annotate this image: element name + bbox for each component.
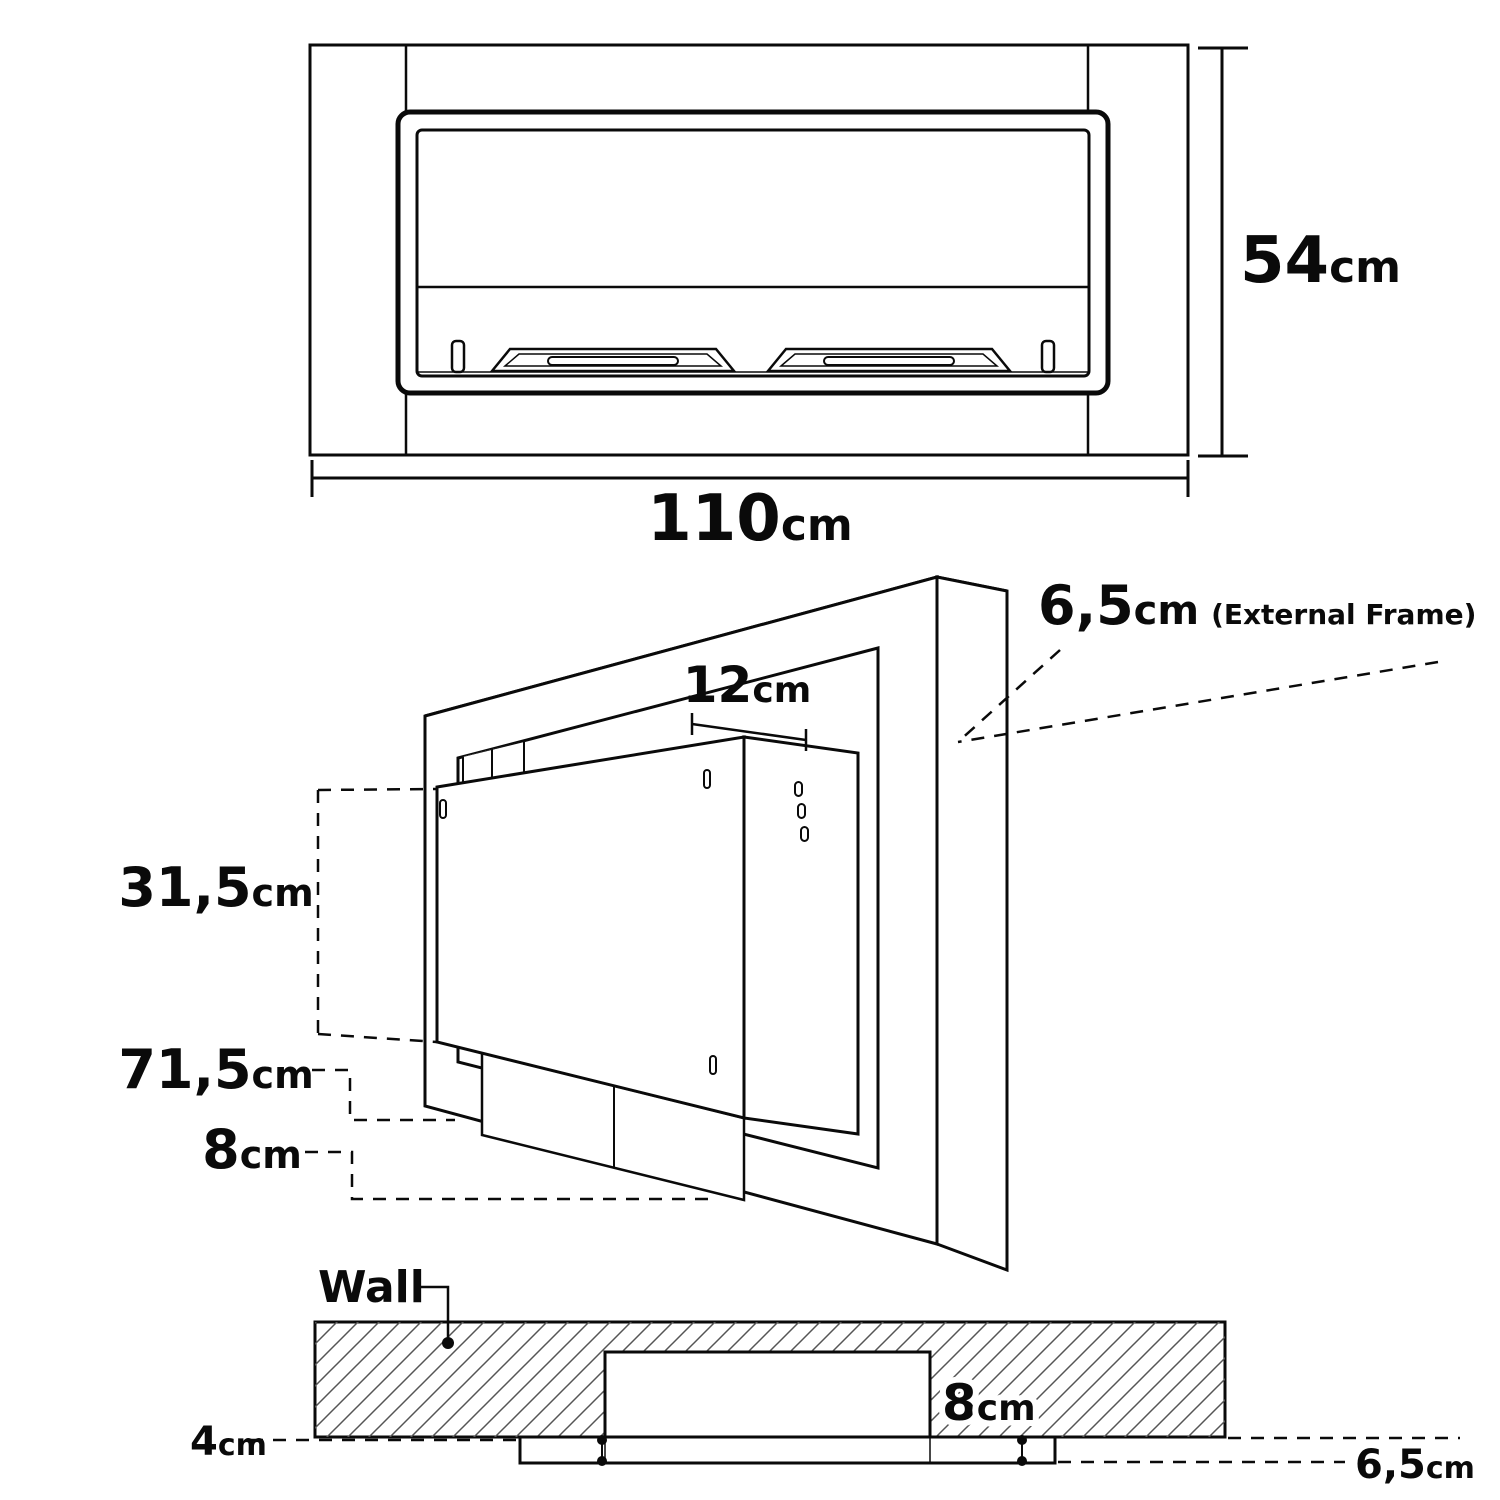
- clip-left: [450, 339, 466, 374]
- offset-value: 6,5: [1355, 1442, 1426, 1488]
- screw-slot-top-right: [703, 769, 711, 789]
- tray-slot: [823, 356, 955, 366]
- recess-unit: cm: [218, 1428, 267, 1463]
- height-unit: cm: [252, 871, 314, 915]
- external-frame-label: 6,5cm (External Frame): [1038, 574, 1476, 637]
- height-dimension: 54cm: [1198, 46, 1401, 458]
- protrusion-value: 8: [942, 1374, 977, 1432]
- extension-line-top: [317, 787, 438, 792]
- wall-leader-dot: [442, 1337, 454, 1349]
- burner-tray-left: [489, 347, 737, 373]
- height-unit: cm: [1329, 242, 1401, 293]
- recess-value: 4: [190, 1419, 218, 1465]
- front-width-label: 110cm: [647, 482, 853, 556]
- frame-right-face: [935, 575, 1009, 1273]
- width-dimension: 110cm: [310, 460, 1190, 556]
- frame-note: (External Frame): [1211, 598, 1476, 631]
- wall-section-view: Wall 4cm 8cm 6,5cm: [190, 1262, 1475, 1488]
- glass-opening: [415, 128, 1091, 378]
- width-unit: cm: [781, 500, 853, 551]
- recessed-housing-section: [603, 1350, 932, 1439]
- housing-height-dimension: 31,5cm: [118, 787, 438, 1044]
- height-value: 31,5: [118, 856, 251, 919]
- shelf-unit: cm: [240, 1133, 302, 1177]
- shelf-depth-dimension: 8cm: [202, 1118, 716, 1201]
- dimension-line: [691, 722, 807, 742]
- leader-line: [305, 1150, 716, 1201]
- extension-line-bottom: [317, 1032, 438, 1044]
- protrusion-unit: cm: [977, 1388, 1036, 1429]
- wall-callout: Wall: [318, 1262, 454, 1349]
- housing-width-label: 71,5cm: [118, 1038, 313, 1101]
- housing-width-dimension: 71,5cm: [118, 1038, 455, 1122]
- housing-depth-dimension: 12cm: [683, 656, 811, 751]
- frame-offset-dimension: 6,5cm: [1058, 1436, 1475, 1488]
- shelf-depth-label: 8cm: [202, 1118, 302, 1181]
- frame-unit: cm: [1134, 588, 1199, 634]
- frame-value: 6,5: [1038, 574, 1134, 637]
- shelf-value: 8: [202, 1118, 240, 1181]
- vent-slots: [794, 781, 809, 842]
- measure-dot-bottom: [1017, 1456, 1027, 1466]
- screw-slot-bottom-right: [709, 1055, 717, 1075]
- width-unit: cm: [252, 1053, 314, 1097]
- external-frame-dimension: 6,5cm (External Frame): [957, 574, 1476, 744]
- measure-dot-bottom: [597, 1456, 607, 1466]
- housing-height-label: 31,5cm: [118, 856, 313, 919]
- vent-slot: [797, 803, 806, 819]
- tray-slot: [547, 356, 679, 366]
- front-view: 54cm 110cm: [308, 43, 1401, 556]
- leader-line-right: [957, 660, 1439, 744]
- width-value: 110: [647, 482, 781, 556]
- clip-right: [1040, 339, 1056, 374]
- offset-unit: cm: [1426, 1451, 1475, 1486]
- vent-slot: [800, 826, 809, 842]
- frame-offset-label: 6,5cm: [1355, 1442, 1475, 1488]
- height-value: 54: [1240, 224, 1329, 298]
- screw-slot-left: [439, 799, 447, 819]
- recess-depth-dimension: 4cm: [190, 1419, 607, 1466]
- recess-depth-label: 4cm: [190, 1419, 267, 1465]
- perspective-view: 12cm 6,5cm(External Frame) 31,5cm 71,5cm…: [118, 574, 1476, 1273]
- depth-value: 12: [683, 656, 753, 714]
- front-height-label: 54cm: [1240, 224, 1401, 298]
- wall-leader-line: [415, 1285, 450, 1338]
- wall-label: Wall: [318, 1262, 425, 1313]
- housing-depth-label: 12cm: [683, 656, 811, 714]
- protrusion-depth-label: 8cm: [942, 1374, 1036, 1432]
- depth-unit: cm: [752, 670, 811, 711]
- width-value: 71,5: [118, 1038, 251, 1101]
- leader-line: [312, 1068, 455, 1122]
- burner-tray-right: [765, 347, 1013, 373]
- protrusion-depth-dimension: 8cm: [936, 1368, 1042, 1466]
- housing-box-side: [742, 735, 860, 1136]
- frame-plate-section: [518, 1435, 1057, 1465]
- vent-slot: [794, 781, 803, 797]
